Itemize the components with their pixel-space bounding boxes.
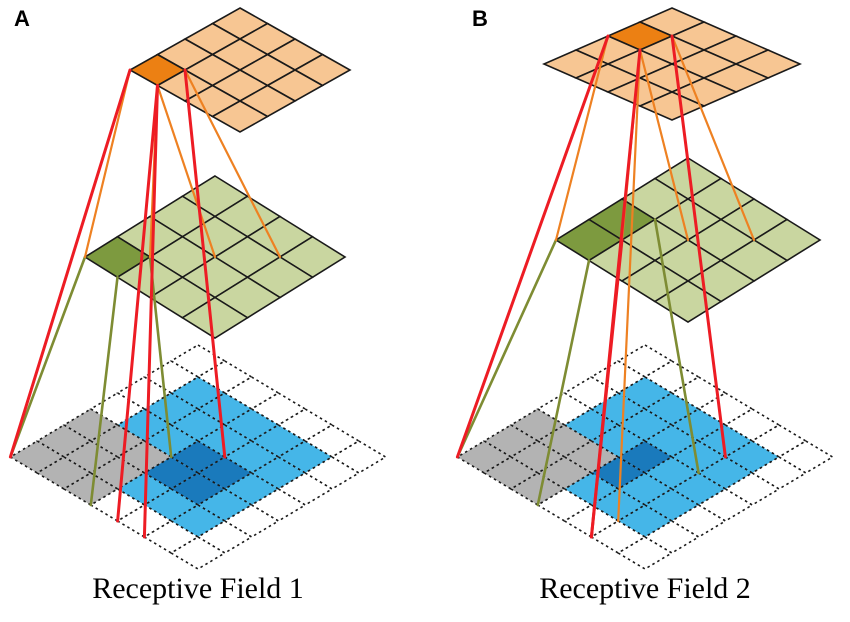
orange-projection-line — [617, 48, 642, 523]
red-projection-line — [142, 84, 159, 539]
red-projection-line — [589, 238, 624, 539]
orange-projection-line — [554, 34, 610, 242]
bottom-grid-cell — [223, 504, 280, 538]
orange-projection-line — [670, 34, 756, 242]
bottom-grid-cell — [142, 392, 200, 426]
bottom-grid-cell — [276, 472, 334, 506]
panel-label-b: B — [472, 6, 488, 31]
olive-projection-line — [456, 238, 558, 459]
orange-projection-line — [156, 84, 217, 259]
orange-projection-line — [638, 48, 690, 242]
red-projection-line — [455, 34, 610, 459]
bottom-grid-cell — [723, 472, 781, 506]
bottom-grid-cell — [482, 456, 540, 490]
bottom-grid-cell — [196, 488, 254, 522]
bottom-grid-cell — [670, 504, 727, 538]
bottom-grid-cell — [616, 408, 674, 442]
orange-projection-line — [183, 68, 282, 259]
bottom-grid-cell — [616, 472, 674, 506]
bottom-grid-cell — [142, 360, 200, 394]
bottom-grid-cell — [89, 392, 146, 426]
olive-projection-line — [148, 255, 173, 459]
panel-b-diagram — [455, 7, 835, 570]
top-grid-cell — [210, 100, 270, 133]
olive-projection-line — [536, 259, 591, 507]
bottom-grid-cell — [616, 440, 674, 474]
bottom-grid-cell — [169, 536, 227, 570]
bottom-grid-cell — [643, 520, 701, 554]
bottom-grid-cell — [750, 424, 808, 458]
bottom-grid-cell — [750, 456, 808, 490]
bottom-grid-cell — [196, 424, 254, 458]
red-projection-line — [8, 68, 132, 459]
bottom-grid-cell — [142, 424, 200, 458]
bottom-grid-cell — [196, 456, 254, 490]
bottom-feature-grid — [8, 344, 388, 570]
top-feature-grid — [128, 7, 352, 133]
red-projection-line — [183, 68, 227, 459]
bottom-grid-cell — [616, 344, 674, 378]
bottom-grid-cell — [196, 360, 254, 394]
panel-a-diagram — [8, 7, 388, 570]
panel-label-a: A — [14, 6, 30, 31]
red-projection-line — [116, 84, 159, 523]
bottom-grid-cell — [616, 536, 674, 570]
mid-feature-grid — [554, 157, 822, 323]
caption-receptive-field-1: Receptive Field 1 — [92, 572, 304, 605]
mid-grid-cell — [180, 296, 250, 339]
bottom-grid-cell — [196, 392, 254, 426]
top-feature-grid — [542, 7, 802, 121]
olive-projection-line — [653, 218, 700, 475]
bottom-grid-cell — [777, 440, 835, 474]
bottom-grid-cell — [142, 488, 200, 522]
bottom-feature-grid — [455, 344, 835, 570]
red-projection-line — [670, 34, 727, 459]
caption-receptive-field-2: Receptive Field 2 — [539, 572, 751, 605]
bottom-grid-cell — [616, 376, 674, 410]
bottom-grid-cell — [89, 456, 146, 490]
orange-projection-line — [83, 68, 132, 259]
olive-projection-line — [9, 255, 87, 459]
bottom-grid-cell — [616, 504, 674, 538]
olive-projection-line — [89, 275, 119, 507]
bottom-grid-cell — [196, 520, 254, 554]
bottom-grid-cell — [142, 520, 200, 554]
bottom-grid-cell — [142, 456, 200, 490]
bottom-grid-cell — [116, 440, 173, 474]
